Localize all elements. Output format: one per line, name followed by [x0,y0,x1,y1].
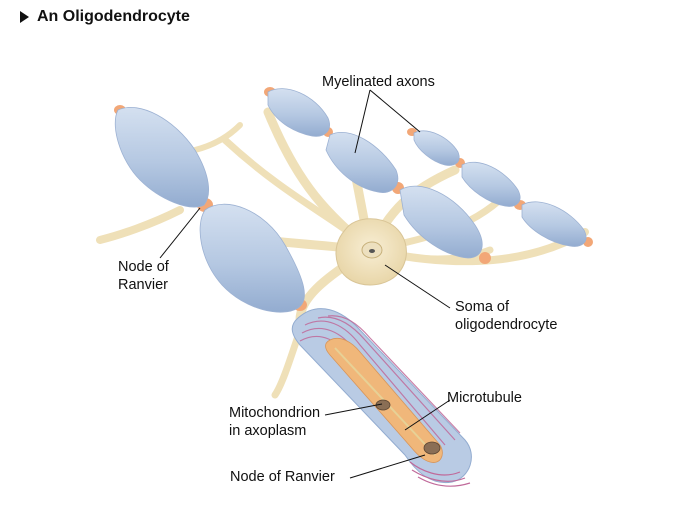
process [96,206,184,244]
label-line: Mitochondrion [229,405,321,421]
leader-myelinated-1 [354,89,371,154]
myelin-segment [267,88,330,137]
label-microtubule: Microtubule [447,390,522,406]
leader-node-upper [159,207,201,259]
myelin-segment [114,107,210,208]
label-line: oligodendrocyte [455,317,558,333]
label-mitochondrion: Mitochondrion in axoplasm [229,404,320,440]
leader-mitochondrion [324,403,383,416]
label-line: Soma of [455,299,509,315]
myelin-segment [521,201,587,247]
cutaway-axon [291,308,472,487]
leader-soma [384,264,451,309]
label-node-of-ranvier-lower: Node of Ranvier [230,469,335,485]
label-myelinated-axons: Myelinated axons [322,74,435,90]
myelin-sheaths [114,88,587,313]
myelin-segment [399,185,483,259]
soma [335,218,407,286]
play-triangle-icon [20,11,29,23]
label-line: in axoplasm [229,423,307,439]
myelin-segment [325,132,399,193]
myelin-segment [413,130,460,166]
leader-microtubule [404,399,451,431]
diagram-title: An Oligodendrocyte [37,8,190,25]
myelin-segment [199,203,305,313]
myelin-segment [461,161,521,207]
diagram-title-row: An Oligodendrocyte [20,8,190,26]
leader-node-lower [349,454,426,479]
label-line: Ranvier [118,277,168,293]
label-line: Node of [118,259,169,275]
process [192,122,243,153]
label-soma: Soma of oligodendrocyte [455,298,557,334]
label-node-of-ranvier-upper: Node of Ranvier [118,258,169,294]
mitochondrion [423,441,441,455]
leader-myelinated-2 [369,89,421,133]
leader-lines [159,89,451,479]
